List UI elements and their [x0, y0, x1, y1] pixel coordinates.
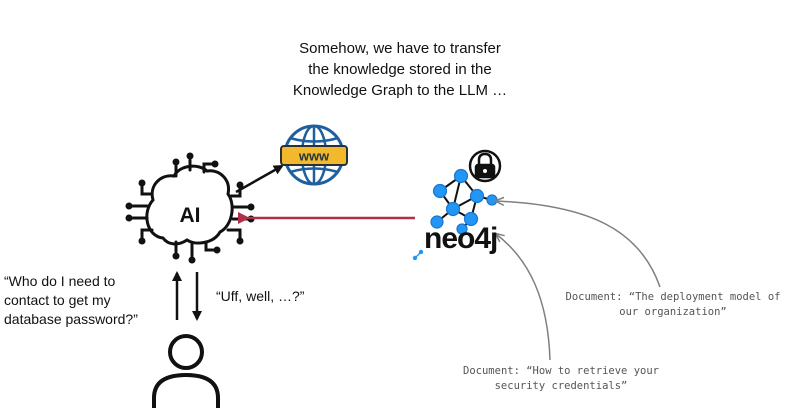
- credentials-doc-arrow: [496, 234, 551, 361]
- user-question-line-2: contact to get my: [4, 292, 111, 308]
- deployment-note-line-1: Document: “The deployment model of: [565, 291, 781, 303]
- ai-label: AI: [180, 204, 201, 227]
- heading-line-1: Somehow, we have to transfer: [299, 40, 501, 57]
- credentials-note-line-2: security credentials”: [494, 380, 628, 392]
- user-question-line-3: database password?”: [4, 311, 138, 327]
- credentials-note-line-1: Document: “How to retrieve your: [463, 365, 659, 377]
- neo4j-wordmark: neo4j: [424, 222, 498, 255]
- heading-line-3: Knowledge Graph to the LLM …: [292, 82, 508, 99]
- user-question-text: “Who do I need to contact to get my data…: [4, 272, 138, 329]
- globe-www-icon: www: [280, 124, 348, 186]
- ai-brain-icon: AI: [125, 152, 255, 264]
- ai-answer-text: “Uff, well, …?”: [216, 288, 305, 304]
- user-question-line-1: “Who do I need to: [4, 273, 116, 289]
- www-label: www: [298, 149, 330, 164]
- deployment-doc-arrow: [496, 201, 661, 288]
- deployment-document-note: Document: “The deployment model of our o…: [555, 290, 791, 320]
- heading-text: Somehow, we have to transfer the knowled…: [210, 38, 590, 101]
- ai-to-web-arrow: [235, 164, 284, 194]
- deployment-note-line-2: our organization”: [619, 306, 727, 318]
- neo4j-logo-icon: [412, 249, 424, 261]
- lock-icon: [468, 149, 502, 183]
- user-icon: [152, 334, 220, 408]
- heading-line-2: the knowledge stored in the: [308, 61, 492, 78]
- credentials-document-note: Document: “How to retrieve your security…: [458, 364, 664, 394]
